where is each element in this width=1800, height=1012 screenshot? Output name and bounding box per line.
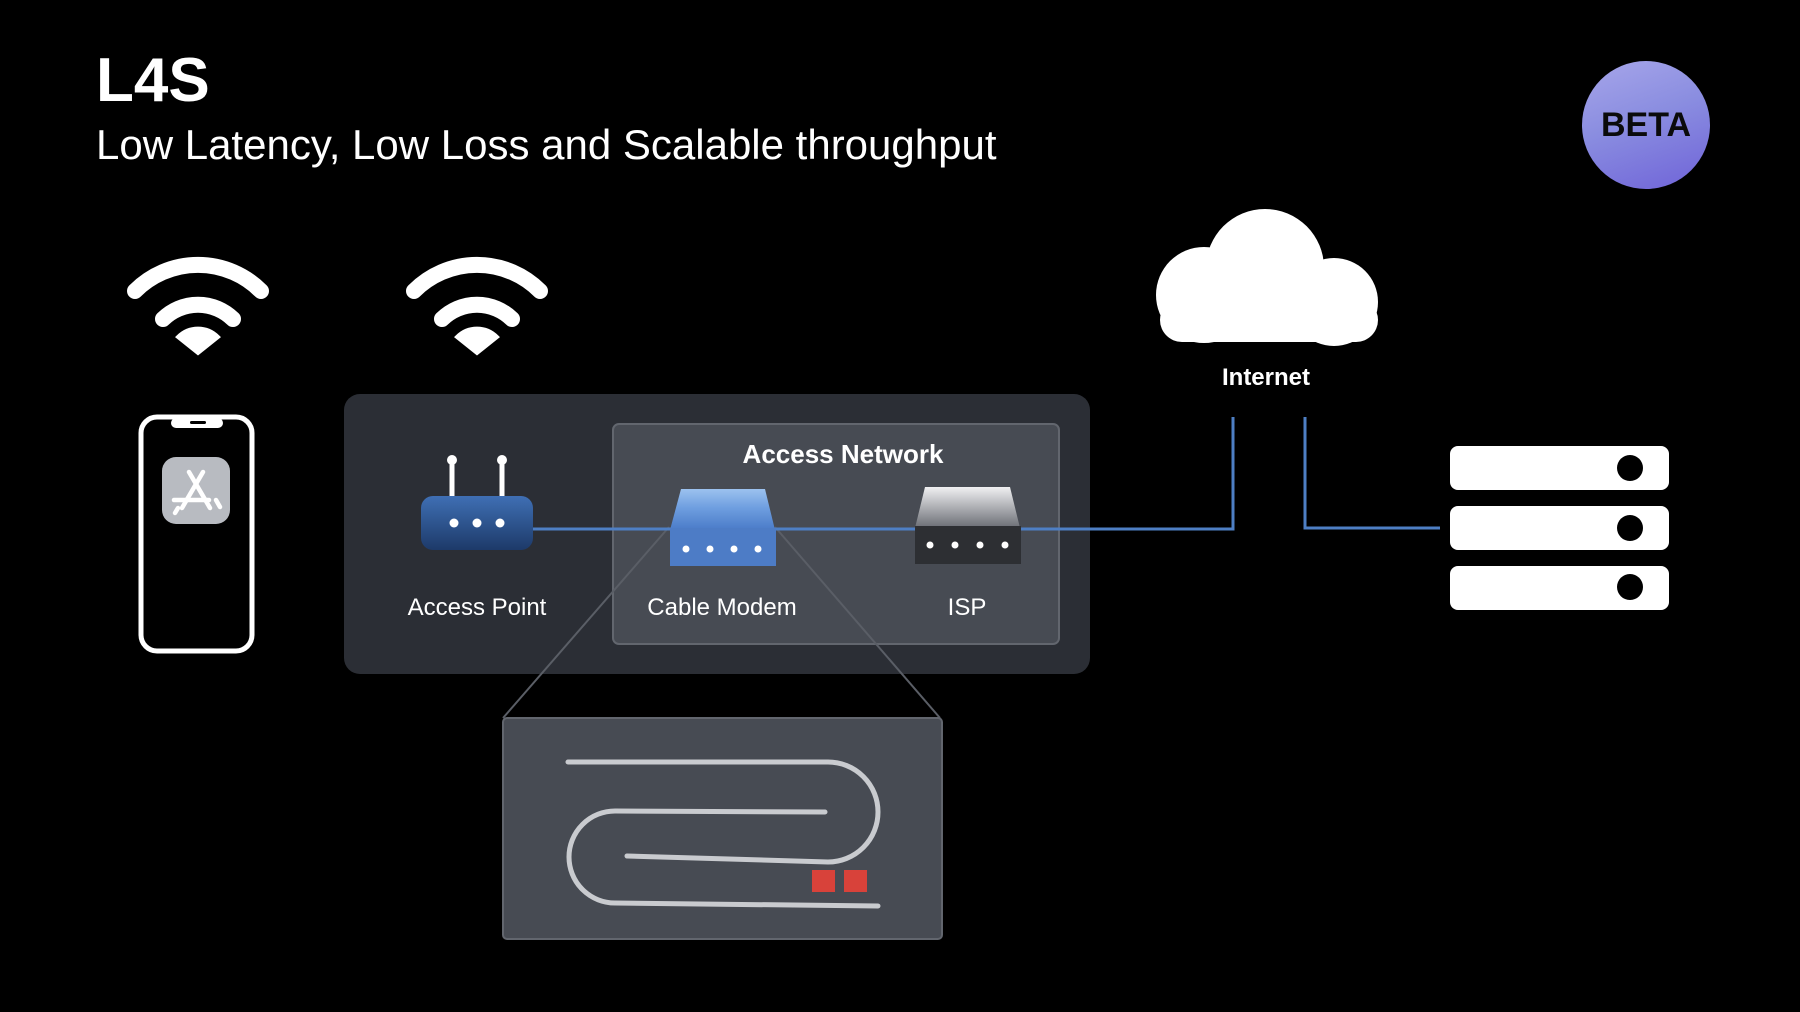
slide-title: L4S: [96, 46, 210, 115]
cable-modem-icon: [670, 489, 776, 566]
queued-packet: [812, 870, 835, 892]
zoom-line-left: [502, 526, 670, 719]
app-store-icon: [162, 457, 230, 524]
iphone-icon: [138, 414, 255, 654]
access-network-panel: [612, 423, 1060, 645]
isp-label: ISP: [947, 594, 987, 621]
access-network-label: Access Network: [742, 439, 944, 469]
server-icon: [1450, 446, 1669, 610]
wifi-icon: [406, 256, 548, 356]
isp-device-icon: [915, 487, 1021, 564]
cloud-icon: [1156, 209, 1378, 346]
queue-zoom-panel: [502, 717, 943, 940]
cable-modem-label: Cable Modem: [647, 594, 797, 621]
wifi-icon: [127, 256, 269, 356]
queued-packet: [844, 870, 867, 892]
internet-label: Internet: [1221, 364, 1310, 391]
access-point-label: Access Point: [407, 594, 547, 621]
zoom-line-right: [774, 526, 941, 719]
slide-subtitle: Low Latency, Low Loss and Scalable throu…: [96, 121, 997, 168]
queue-path: [565, 759, 881, 909]
router-icon: [421, 455, 533, 550]
beta-badge: BETA: [1582, 61, 1710, 189]
